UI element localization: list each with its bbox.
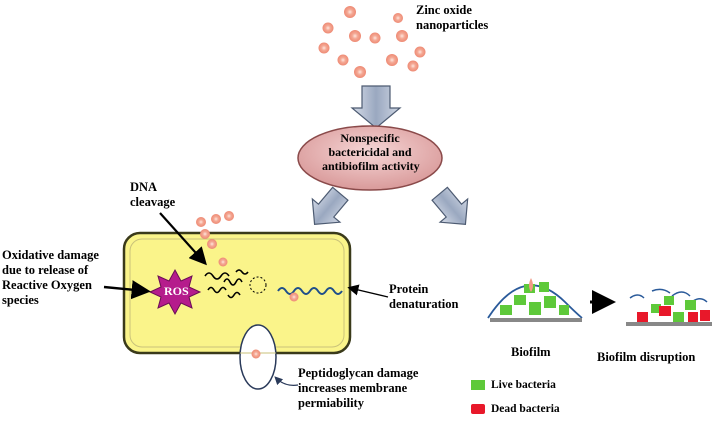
legend-dead-swatch: [471, 404, 485, 414]
nanoparticle: [369, 32, 381, 44]
label-oxidative-damage: Oxidative damage due to release of React…: [2, 248, 99, 307]
label-zinc-oxide: Zinc oxide nanoparticles: [416, 3, 489, 32]
block-arrow-right: [431, 186, 469, 226]
legend-live-label: Live bacteria: [491, 379, 556, 391]
legend-dead-label: Dead bacteria: [491, 403, 560, 415]
nanoparticle: [289, 292, 299, 302]
biofilm-disrupted: [626, 288, 712, 326]
label-peptidoglycan-damage: Peptidoglycan damage increases membrane …: [298, 366, 419, 410]
nanoparticle: [318, 42, 330, 54]
label-protein-denaturation: Protein denaturation: [389, 282, 459, 311]
dna-dotted-circle: [249, 276, 267, 294]
nanoparticle: [407, 60, 419, 72]
label-ros: ROS: [164, 284, 189, 298]
label-dna-cleavage: DNA cleavage: [130, 180, 176, 209]
nanoparticle: [349, 30, 361, 42]
nanoparticle-cluster: [318, 6, 426, 78]
arrow-oxidative: [103, 280, 151, 300]
block-arrow-down: [350, 85, 402, 129]
label-biofilm: Biofilm: [511, 345, 551, 359]
nanoparticle: [200, 229, 210, 239]
nanoparticle: [196, 217, 206, 227]
block-arrow-left: [311, 186, 349, 226]
nanoparticle: [354, 66, 366, 78]
nanoparticle: [211, 214, 221, 224]
nanoparticle: [337, 54, 349, 66]
label-biofilm-disruption: Biofilm disruption: [597, 350, 696, 364]
label-center-activity: Nonspecific bactericidal and antibiofilm…: [322, 131, 420, 173]
nanoparticle: [414, 46, 426, 58]
legend-live-swatch: [471, 380, 485, 390]
nanoparticle: [386, 54, 398, 66]
activity-ellipse: [297, 125, 443, 191]
nanoparticle: [322, 22, 334, 34]
ros-star: [148, 268, 202, 316]
nanoparticle: [393, 13, 403, 23]
nanoparticle: [396, 30, 408, 42]
nanoparticle: [224, 211, 234, 221]
protein-wave: [277, 287, 343, 295]
nanoparticle: [251, 349, 261, 359]
nanoparticle: [218, 257, 228, 267]
arrow-peptidoglycan: [274, 376, 299, 386]
arrow-dna-cleavage: [159, 212, 207, 266]
biofilm-intact: [487, 278, 583, 322]
arrow-protein: [347, 284, 389, 298]
nanoparticle: [344, 6, 356, 18]
dna-fragments: [204, 269, 249, 299]
nanoparticle: [207, 239, 217, 249]
